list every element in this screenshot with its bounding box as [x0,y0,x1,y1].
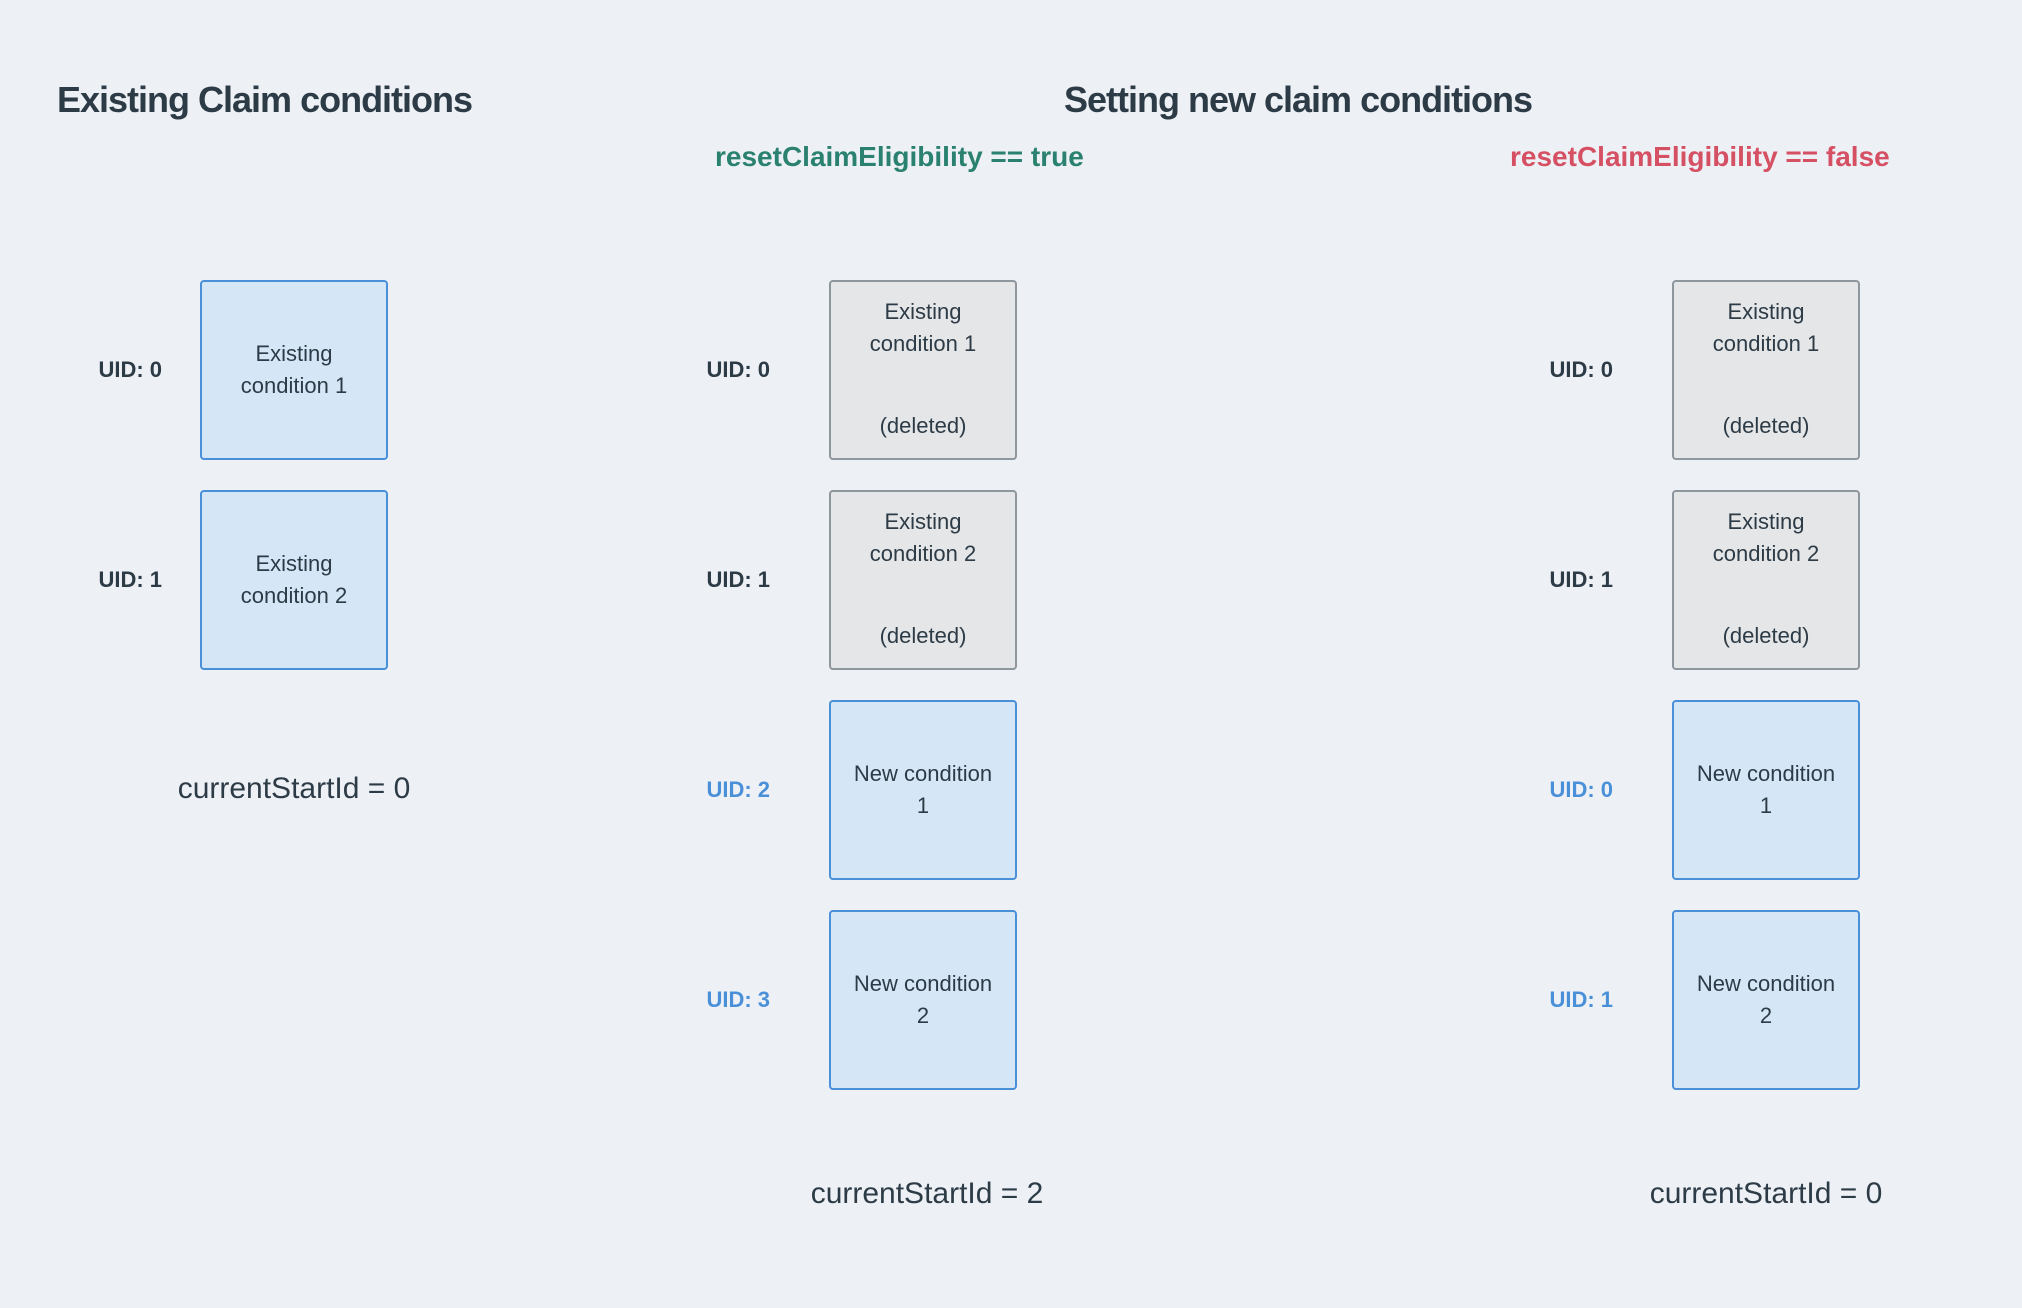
uid-label: UID: 1 [706,566,770,592]
condition-title: Existing condition 1 [1713,296,1819,360]
uid-label-new: UID: 3 [706,986,770,1012]
reset-false-column: UID: 0 Existing condition 1 (deleted) UI… [1543,280,1860,1090]
new-condition-1-box: New condition 1 [1672,700,1860,880]
uid-label: UID: 1 [98,566,162,592]
condition-text-line: condition 2 [869,541,977,566]
condition-text-line: New condition [1696,971,1836,996]
condition-text-line: condition 1 [869,331,977,356]
condition-row: UID: 1 Existing condition 2 (deleted) [700,490,1017,670]
condition-text-line: 1 [916,793,930,818]
existing-claim-conditions-heading: Existing Claim conditions [57,79,473,120]
condition-row: UID: 0 Existing condition 1 (deleted) [700,280,1017,460]
condition-text-line: New condition [1696,761,1836,786]
condition-text-line: Existing [1727,509,1805,534]
uid-label: UID: 1 [1549,566,1613,592]
condition-text-line: condition 2 [240,583,348,608]
existing-condition-2-box: Existing condition 2 [200,490,388,670]
deleted-note: (deleted) [879,413,967,438]
condition-row: UID: 0 Existing condition 1 [92,280,388,460]
condition-text-line: Existing [1727,299,1805,324]
condition-text-line: New condition [853,971,993,996]
current-start-id-existing: currentStartId = 0 [177,772,411,805]
condition-row: UID: 0 New condition 1 [1543,700,1860,880]
new-condition-2-box: New condition 2 [1672,910,1860,1090]
condition-row: UID: 2 New condition 1 [700,700,1017,880]
condition-text-line: condition 2 [1712,541,1820,566]
deleted-note: (deleted) [1722,413,1810,438]
condition-row: UID: 0 Existing condition 1 (deleted) [1543,280,1860,460]
current-start-id-reset-false: currentStartId = 0 [1649,1177,1883,1210]
new-condition-2-box: New condition 2 [829,910,1017,1090]
condition-row: UID: 1 Existing condition 2 [92,490,388,670]
deleted-condition-1-box: Existing condition 1 (deleted) [829,280,1017,460]
condition-row: UID: 1 Existing condition 2 (deleted) [1543,490,1860,670]
condition-title: Existing condition 2 [870,506,976,570]
deleted-condition-2-box: Existing condition 2 (deleted) [829,490,1017,670]
condition-text-line: Existing [884,509,962,534]
existing-conditions-column: UID: 0 Existing condition 1 UID: 1 Exist… [92,280,388,670]
reset-eligibility-true-label: resetClaimEligibility == true [715,141,1084,172]
condition-text-line: condition 1 [240,373,348,398]
uid-label: UID: 0 [706,356,770,382]
deleted-condition-1-box: Existing condition 1 (deleted) [1672,280,1860,460]
condition-title: Existing condition 1 [870,296,976,360]
condition-text-line: 1 [1759,793,1773,818]
deleted-note: (deleted) [879,623,967,648]
condition-text-line: New condition [853,761,993,786]
uid-label-new: UID: 2 [706,776,770,802]
condition-text-line: Existing [255,341,333,366]
uid-label: UID: 0 [98,356,162,382]
condition-text-line: Existing [255,551,333,576]
deleted-note: (deleted) [1722,623,1810,648]
condition-text-line: Existing [884,299,962,324]
existing-condition-1-box: Existing condition 1 [200,280,388,460]
reset-eligibility-false-label: resetClaimEligibility == false [1510,141,1890,172]
uid-label: UID: 0 [1549,356,1613,382]
condition-row: UID: 3 New condition 2 [700,910,1017,1090]
uid-label-new: UID: 0 [1549,776,1613,802]
condition-title: Existing condition 2 [1713,506,1819,570]
condition-text-line: 2 [1759,1003,1773,1028]
setting-new-claim-conditions-heading: Setting new claim conditions [1064,79,1533,120]
condition-text-line: 2 [916,1003,930,1028]
uid-label-new: UID: 1 [1549,986,1613,1012]
reset-true-column: UID: 0 Existing condition 1 (deleted) UI… [700,280,1017,1090]
current-start-id-reset-true: currentStartId = 2 [810,1177,1044,1210]
new-condition-1-box: New condition 1 [829,700,1017,880]
condition-row: UID: 1 New condition 2 [1543,910,1860,1090]
deleted-condition-2-box: Existing condition 2 (deleted) [1672,490,1860,670]
condition-text-line: condition 1 [1712,331,1820,356]
